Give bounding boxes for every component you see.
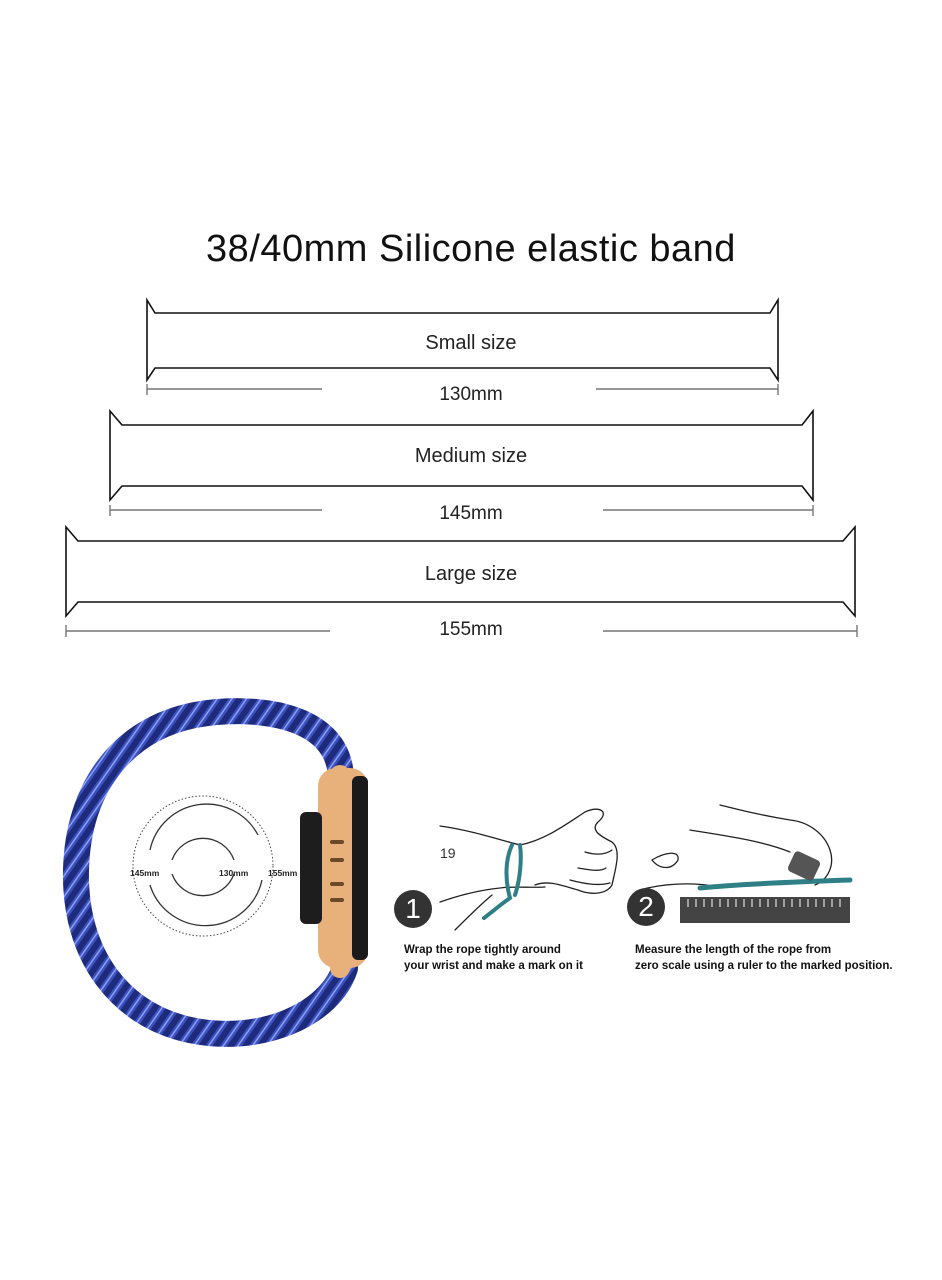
step1-line1: Wrap the rope tightly around <box>404 944 561 956</box>
medium-band-outline <box>109 408 814 503</box>
ring-outer-label: 145mm <box>130 868 160 878</box>
step2-line1: Measure the length of the rope from <box>635 944 832 956</box>
braided-band <box>62 698 358 1047</box>
step1-figure-number: 19 <box>440 845 456 861</box>
step2-badge: 2 <box>627 888 665 926</box>
medium-size-label: Medium size <box>414 445 528 467</box>
step1-rope <box>482 843 523 920</box>
small-size-label: Small size <box>425 332 517 354</box>
ruler-ticks <box>687 899 841 907</box>
step1-instructions: Wrap the rope tightly around your wrist … <box>404 942 583 974</box>
ruler <box>680 897 850 923</box>
step2-instructions: Measure the length of the rope from zero… <box>635 942 893 974</box>
step1-badge: 1 <box>394 890 432 928</box>
large-band-outline <box>65 524 856 619</box>
step1-hand-drawing <box>439 808 618 931</box>
band-size-diagrams <box>65 297 858 637</box>
large-size-label: Large size <box>424 563 518 585</box>
medium-size-length: 145mm <box>439 503 503 524</box>
ring-inner-label: 130mm <box>219 868 249 878</box>
step1-line2: your wrist and make a mark on it <box>404 960 583 972</box>
small-size-length: 130mm <box>439 384 503 405</box>
large-size-length: 155mm <box>439 619 503 640</box>
page-title: 38/40mm Silicone elastic band <box>206 228 736 270</box>
step2-rope <box>697 877 853 891</box>
size-rings <box>132 795 274 937</box>
step2-line2: zero scale using a ruler to the marked p… <box>635 960 893 972</box>
ring-right-label: 155mm <box>268 868 298 878</box>
small-band-outline <box>146 297 779 383</box>
